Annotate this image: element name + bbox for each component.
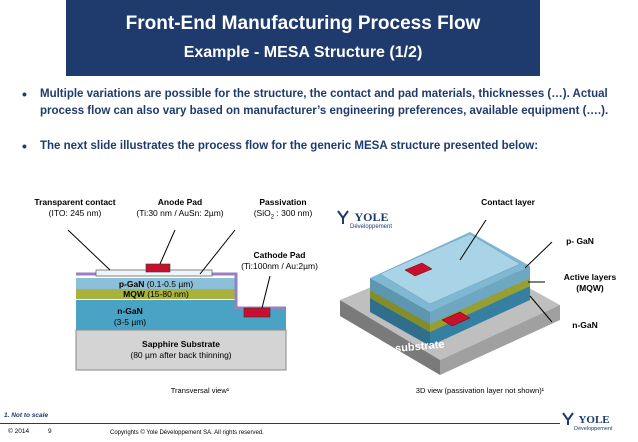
yole-logo-sub: Développement: [350, 224, 393, 230]
n-gan-label: n-GaN (3-5 µm): [113, 306, 147, 327]
3d-caption: 3D view (passivation layer not shown)¹: [415, 386, 545, 395]
footer-copyright: Copyrights © Yole Développement SA. All …: [110, 430, 264, 436]
mqw-label: MQW (15-80 nm): [123, 289, 189, 299]
yole-logo-text: YOLE: [354, 210, 389, 224]
yole-logo-footer: YOLE Développement: [562, 410, 638, 432]
leader-transparent: [67, 229, 111, 271]
leader-ngan: [529, 295, 553, 323]
slide-subtitle: Example - MESA Structure (1/2): [183, 44, 423, 61]
leader-cathode: [261, 275, 271, 309]
p-gan-layer: [76, 278, 236, 289]
n-gan-3d-label: n-GaN: [572, 320, 598, 330]
cathode-pad-3d: [441, 311, 471, 327]
footer-divider: [0, 423, 560, 424]
yole-logo-footer-sub: Développement: [574, 426, 613, 432]
mesa-3d-view: [340, 220, 560, 375]
mqw-layer: [76, 289, 236, 299]
p-gan-3d-label: p- GaN: [566, 236, 594, 246]
n-gan-lower: [76, 308, 286, 330]
sapphire-front: [340, 300, 440, 375]
yole-logo-center: YOLE Développement: [336, 208, 416, 230]
leader-contact: [459, 220, 487, 261]
not-to-scale-note: 1. Not to scale: [4, 412, 49, 419]
contact-layer-3d: [379, 233, 521, 305]
cathode-pad-label: Cathode Pad (Ti:100nm / Au:2µm): [241, 250, 318, 271]
bullet-text-1: Multiple variations are possible for the…: [40, 88, 609, 117]
active-layers-label: Active layers (MQW): [563, 272, 617, 293]
passivation-label: Passivation (SiO2 : 300 nm): [253, 197, 313, 221]
bullet-dot: •: [22, 86, 27, 102]
transversal-caption: Transversal view¹: [170, 386, 230, 395]
contact-layer-label: Contact layer: [481, 197, 535, 207]
n-gan-mesa: [76, 300, 236, 310]
yole-mark-icon: [562, 412, 574, 425]
footer-year: © 2014: [8, 428, 30, 435]
sapphire-layer: [75, 329, 287, 371]
yole-mark-icon: [337, 210, 349, 224]
sapphire-label: Sapphire Substrate (80 µm after back thi…: [130, 339, 232, 360]
leader-passivation: [199, 229, 236, 275]
bullet-dot: •: [22, 138, 27, 154]
leader-anode: [159, 229, 176, 265]
cathode-pad: [243, 307, 271, 318]
mesa-cross-section: [67, 229, 287, 371]
yole-logo-footer-text: YOLE: [578, 414, 610, 426]
transparent-contact-label: Transparent contact (ITO: 245 nm): [34, 197, 116, 218]
sapphire-side: [440, 305, 560, 375]
anode-pad-label: Anode Pad (Ti:30 nm / AuSn: 2µm): [136, 197, 224, 218]
anode-pad: [145, 263, 171, 273]
anode-pad-3d: [404, 262, 433, 277]
bullet-text-2: The next slide illustrates the process f…: [40, 140, 539, 152]
p-gan-label: p-GaN (0.1-0.5 µm): [118, 279, 194, 289]
leader-pgan: [524, 241, 553, 269]
footer-page: 9: [48, 428, 52, 435]
title-bar: [66, 0, 540, 76]
slide-title: Front-End Manufacturing Process Flow: [125, 13, 481, 34]
